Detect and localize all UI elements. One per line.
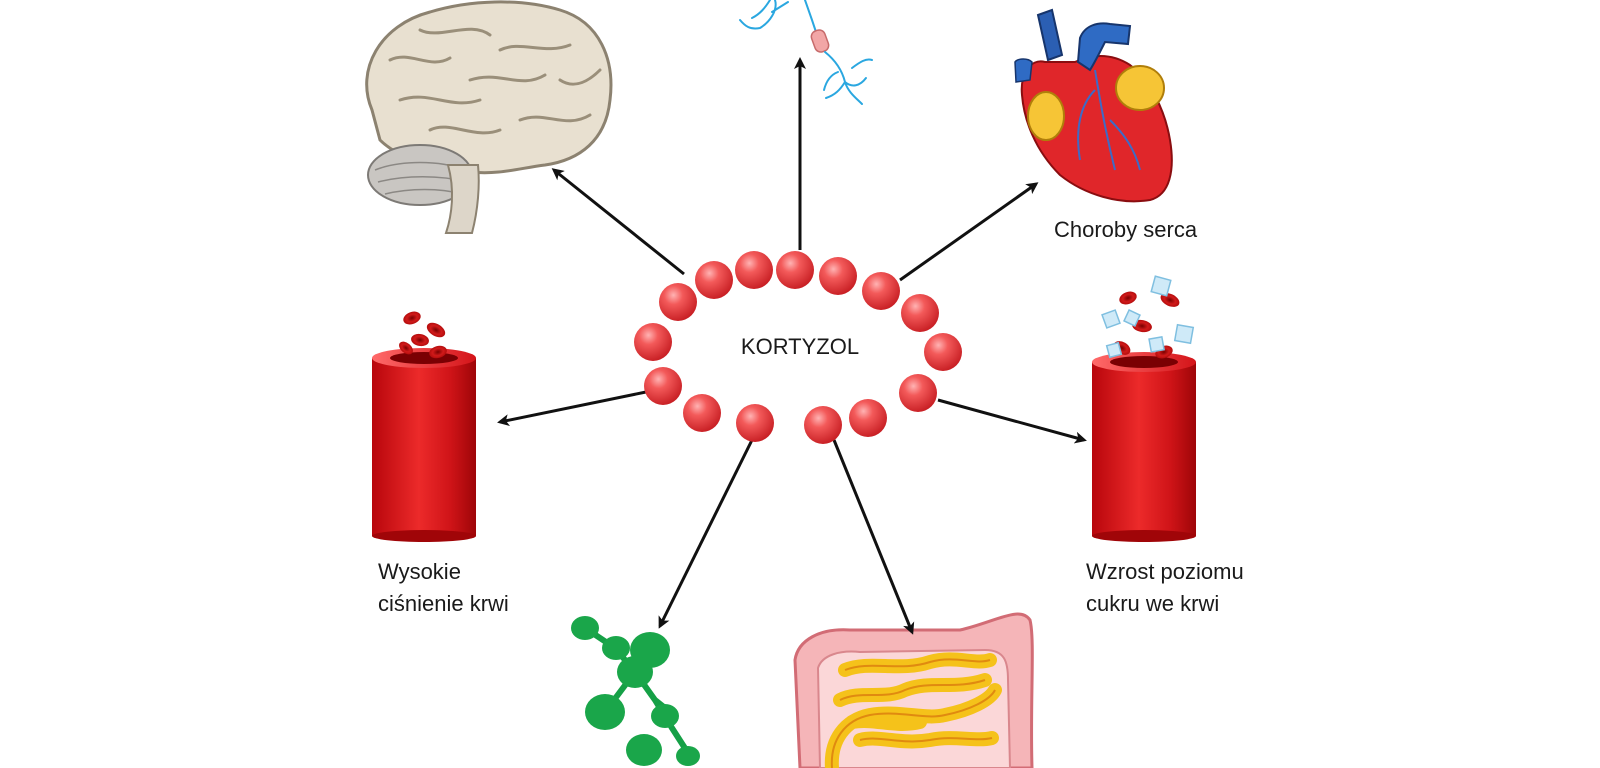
arrow-to-heart xyxy=(899,182,1039,282)
cortisol-bead xyxy=(924,333,962,371)
cortisol-bead xyxy=(819,257,857,295)
high-blood-pressure-label-line2: ciśnienie krwi xyxy=(378,591,509,616)
high-blood-pressure-label: Wysokie ciśnienie krwi xyxy=(378,556,509,620)
blood-sugar-label-line1: Wzrost poziomu xyxy=(1086,559,1244,584)
cortisol-bead xyxy=(804,406,842,444)
cortisol-bead xyxy=(736,404,774,442)
arrow-to-brain xyxy=(551,168,685,276)
arrows xyxy=(497,57,1087,635)
intestine-icon xyxy=(793,612,1034,768)
neuron-icon xyxy=(739,0,873,105)
arrow-to-molecule xyxy=(658,439,754,629)
sugar-cubes-icon xyxy=(1101,275,1195,359)
blood-sugar-label-line2: cukru we krwi xyxy=(1086,591,1220,616)
red-blood-cells xyxy=(1113,291,1180,359)
blood-vessel-left-icon xyxy=(372,311,476,542)
cortisol-bead xyxy=(695,261,733,299)
blood-vessel-right-icon xyxy=(1092,275,1196,542)
brain-icon xyxy=(365,0,613,234)
heart-disease-label: Choroby serca xyxy=(1054,217,1198,242)
cortisol-bead xyxy=(683,394,721,432)
blood-sugar-label: Wzrost poziomu cukru we krwi xyxy=(1086,556,1244,620)
cortisol-bead xyxy=(901,294,939,332)
arrow-to-intestine xyxy=(832,439,915,635)
heart-icon xyxy=(1014,8,1173,203)
arrow-to-right-vessel xyxy=(937,398,1087,444)
cortisol-bead xyxy=(862,272,900,310)
cortisol-bead xyxy=(849,399,887,437)
cortisol-bead xyxy=(735,251,773,289)
molecule-icon xyxy=(571,616,700,766)
cortisol-ring xyxy=(634,251,962,444)
red-blood-cells xyxy=(399,311,447,359)
cortisol-bead xyxy=(899,374,937,412)
cortisol-bead xyxy=(659,283,697,321)
cortisol-label: KORTYZOL xyxy=(740,334,860,359)
arrow-to-left-vessel xyxy=(497,390,647,427)
high-blood-pressure-label-line1: Wysokie xyxy=(378,559,461,584)
cortisol-bead xyxy=(644,367,682,405)
cortisol-bead xyxy=(634,323,672,361)
cortisol-bead xyxy=(776,251,814,289)
